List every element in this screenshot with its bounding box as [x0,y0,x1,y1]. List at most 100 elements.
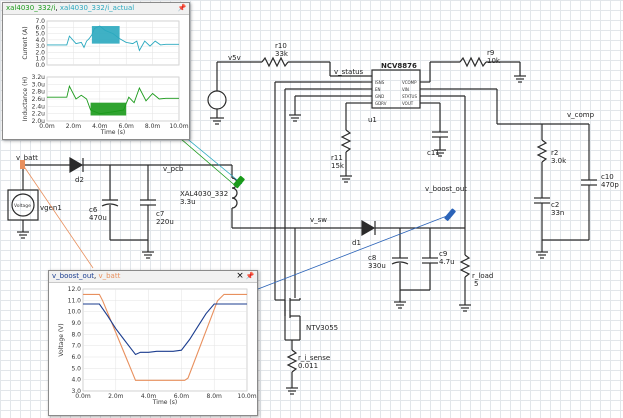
label-r10: r10 [275,42,287,50]
label-vgen1: vgen1 [40,204,62,212]
label-c10: c10 [601,173,614,181]
series-tab-v-batt[interactable]: v_batt [98,272,121,280]
probe-marker-v-boost-out[interactable] [444,208,456,221]
r10-resistor [261,56,289,68]
x-tick-label: 6.0m [174,393,190,400]
label-v-sw: v_sw [310,216,327,224]
x-tick-label: 0.0m [75,393,91,400]
x-tick-label: 2.0m [66,123,82,130]
series-tab-i[interactable]: xal4030_332/i [6,4,56,12]
ic-ref: u1 [368,116,377,124]
x-tick-label: 4.0m [92,123,108,130]
series-tab-i-actual[interactable]: xal4030_332/i_actual [59,4,135,12]
y-tick-label: 10.0 [68,309,82,316]
label-r-load: r_load [472,272,493,280]
value-c6: 470u [89,214,107,222]
pin-icon[interactable]: 📌 [245,272,255,280]
label-c8: c8 [368,254,376,262]
pin-icon[interactable]: 📌 [177,4,187,12]
y-tick-label: 11.0 [68,297,82,304]
ic-pin-vcomp: VCOMP [402,80,417,85]
voltage-plot-title-bar[interactable]: v_boost_out, v_batt [49,271,257,283]
ic-pin-vin: VIN [402,87,409,92]
label-r2: r2 [551,149,558,157]
y-tick-label: 4.0 [71,377,81,384]
value-r-load: 5 [474,280,478,288]
ic-pin-gdrv: GDRV [375,101,387,106]
value-r11: 15k [331,162,345,170]
y-tick-label: 2.6u [32,96,46,103]
ic-pin-gnd: GND [375,94,384,99]
y-tick-label: 8.0 [71,331,81,338]
x-axis-label: Time (s) [100,129,125,136]
title-separator: , [55,4,60,12]
v-batt-line [83,293,247,381]
title-separator: , [94,272,99,280]
label-c11: c11 [427,149,440,157]
probe-line-v-boost-out [239,213,453,297]
y-tick-label: 3.0 [35,43,45,50]
v5v-source[interactable] [207,90,227,110]
value-c8: 330u [368,262,386,270]
probe-marker-v-batt[interactable] [20,160,25,169]
y-axis-label: Current (A) [22,26,29,59]
ic-pin-vout: VOUT [402,101,414,106]
inductor-plot-window[interactable]: xal4030_332/i, xal4030_332/i_actual 📌 7.… [2,2,190,140]
y-tick-label: 1.0 [35,56,45,63]
ic-pin-isns: ISNS [375,80,385,85]
label-c9: c9 [439,250,447,258]
ic-pin-status: STATUS [402,94,417,99]
label-v5v: v5v [228,54,241,62]
x-tick-label: 0.0m [39,123,55,130]
probe-marker-inductor[interactable] [233,175,245,189]
value-c7: 220u [156,218,174,226]
value-c10: 470p [601,181,619,189]
inductor-plot-title-bar[interactable]: xal4030_332/i, xal4030_332/i_actual [3,3,189,15]
x-tick-label: 8.0m [145,123,161,130]
label-r9: r9 [487,49,494,57]
value-c9: 4.7u [439,258,455,266]
r-i-sense-resistor [286,349,298,373]
x-tick-label: 10.0m [237,393,256,400]
x-tick-label: 4.0m [141,393,157,400]
y-tick-label: 5.0 [35,31,45,38]
label-c6: c6 [89,206,98,214]
value-r-i-sense: 0.011 [298,362,318,370]
y-tick-label: 0.0 [35,62,45,69]
label-v-boost-out: v_boost_out [425,185,467,193]
x-tick-label: 2.0m [108,393,124,400]
label-v-status: v_status [334,68,364,76]
series-tab-v-boost-out[interactable]: v_boost_out [52,272,95,280]
ic-name: NCV8876 [381,62,417,70]
inductance-line-band [90,102,127,116]
label-mosfet: NTV3055 [306,324,338,332]
x-tick-label: 8.0m [207,393,223,400]
plot-frame [82,288,248,392]
y-tick-label: 2.2u [32,111,46,118]
y-tick-label: 7.0 [35,18,45,25]
label-d2: d2 [75,176,84,184]
value-r9: 10k [487,57,501,65]
y-axis-label: Voltage (V) [58,323,65,356]
x-tick-label: 10.0m [169,123,188,130]
label-r-i-sense: r_i_sense [298,354,330,362]
y-tick-label: 3.2u [32,74,46,81]
value-inductor: 3.3u [180,198,196,206]
label-v-batt: v_batt [16,154,38,162]
y-tick-label: 2.0u [32,118,46,125]
label-inductor: XAL4030_332 [180,190,228,198]
label-v-comp: v_comp [567,111,595,119]
r2-resistor [536,139,548,163]
v-boost-out-line [83,303,247,356]
close-icon[interactable]: × [236,271,244,281]
y-tick-label: 3.0u [32,81,46,88]
label-d1: d1 [352,239,361,247]
y-tick-label: 12.0 [68,286,82,293]
y-tick-label: 6.0 [71,354,81,361]
d2-diode [69,156,84,174]
